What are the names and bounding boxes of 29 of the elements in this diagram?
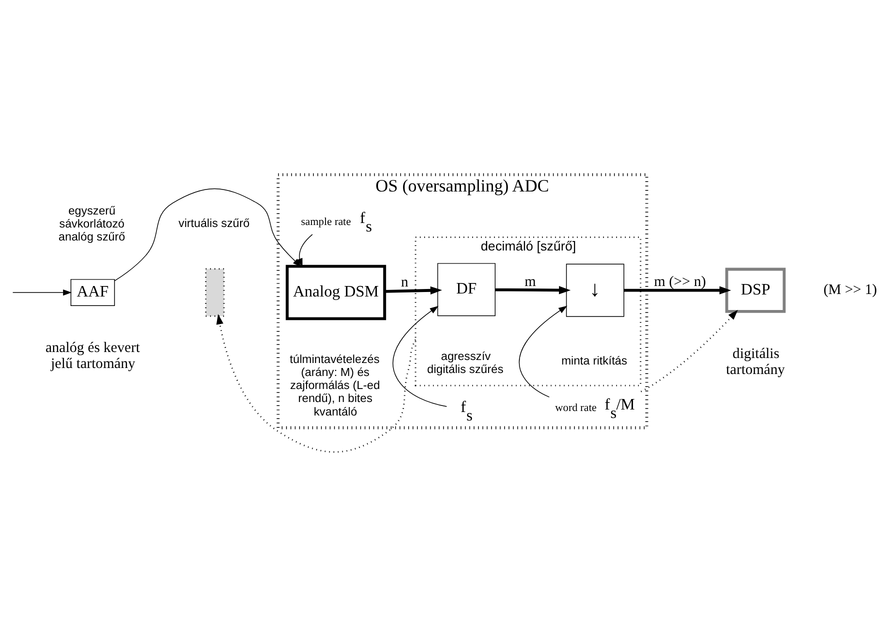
node-label: word rate bbox=[555, 402, 597, 414]
node-box: DSP bbox=[725, 267, 786, 312]
edge-label: m bbox=[524, 273, 536, 290]
arrow bbox=[495, 286, 571, 294]
node-label: minta ritkítás bbox=[561, 354, 628, 367]
node-label: túlmintavételezés (arány: M) és zajformálás (L-ed rendű), n bites kvantáló bbox=[290, 352, 380, 418]
node-label: sample rate bbox=[301, 215, 351, 228]
arrow bbox=[519, 305, 568, 397]
arrow bbox=[296, 234, 313, 267]
arrow bbox=[12, 288, 72, 296]
arrow bbox=[384, 286, 442, 294]
arrow bbox=[392, 305, 448, 406]
node-box bbox=[205, 268, 225, 316]
node-box: ↓ bbox=[566, 263, 624, 316]
node-label: egyszerű sávkorlátozó analóg szűrő bbox=[58, 204, 126, 244]
arrow bbox=[216, 314, 416, 452]
label: analóg és kevert jelű tartomány bbox=[45, 340, 140, 372]
node-label: virtuális szűrő bbox=[178, 216, 250, 230]
edge-label: m (>> n) bbox=[654, 273, 706, 290]
arrow bbox=[640, 309, 738, 392]
arrow bbox=[624, 286, 732, 294]
node-box: DF bbox=[437, 262, 496, 316]
label: digitális tartomány bbox=[726, 345, 785, 378]
label: (M >> 1) bbox=[823, 281, 877, 298]
node-box: AAF bbox=[70, 278, 115, 306]
node-label: agresszív digitális szűrés bbox=[427, 349, 504, 376]
edge-label: n bbox=[401, 274, 408, 290]
node-box: Analog DSM bbox=[286, 264, 386, 320]
arrow bbox=[114, 188, 302, 281]
